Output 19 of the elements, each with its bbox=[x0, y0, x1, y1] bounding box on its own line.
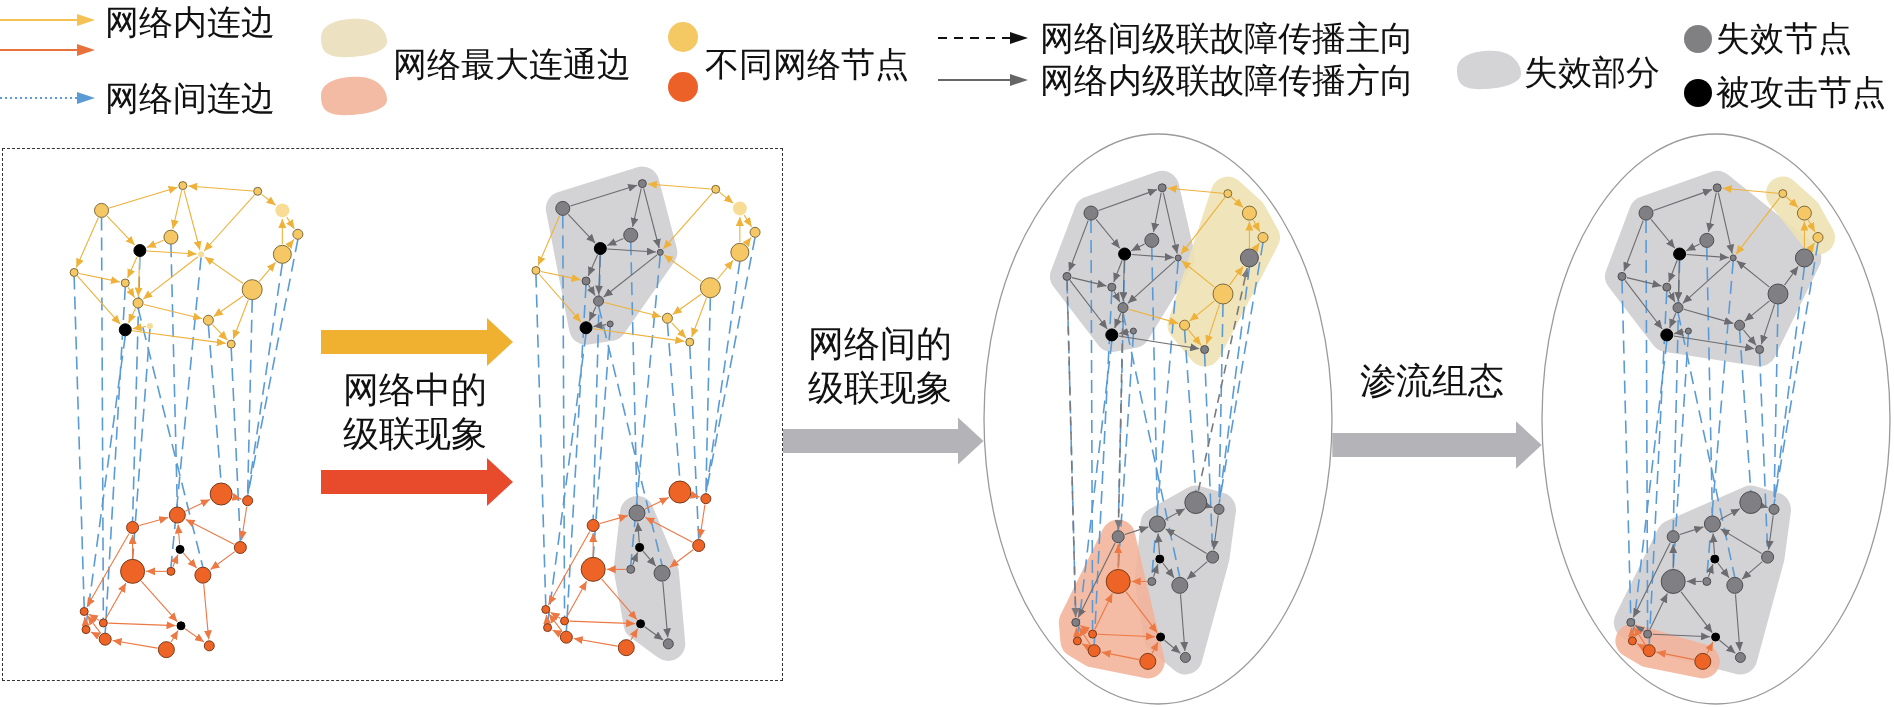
legend-label: 失效节点 bbox=[1716, 18, 1852, 58]
dashed-frame bbox=[2, 148, 783, 681]
legend-label: 网络内级联故障传播方向 bbox=[1040, 60, 1414, 100]
legend-label: 网络最大连通边 bbox=[393, 44, 631, 84]
edge-label: 网络间的级联现象 bbox=[808, 322, 953, 410]
block-arrow bbox=[321, 458, 513, 506]
legend-label: 失效部分 bbox=[1524, 52, 1660, 92]
legend-label: 被攻击节点 bbox=[1716, 72, 1886, 112]
block-arrow bbox=[321, 318, 513, 366]
legend-label: 网络内连边 bbox=[105, 2, 275, 42]
legend-label: 网络间级联故障传播主向 bbox=[1040, 18, 1414, 58]
edge-label: 网络中的级联现象 bbox=[343, 368, 488, 456]
legend-label: 不同网络节点 bbox=[705, 44, 909, 84]
block-arrow bbox=[783, 417, 984, 465]
edge-label: 渗流组态 bbox=[1360, 359, 1505, 403]
ellipse-frame bbox=[1541, 133, 1891, 705]
legend-label: 网络间连边 bbox=[105, 78, 275, 118]
block-arrow bbox=[1332, 421, 1542, 469]
ellipse-frame bbox=[983, 133, 1333, 705]
